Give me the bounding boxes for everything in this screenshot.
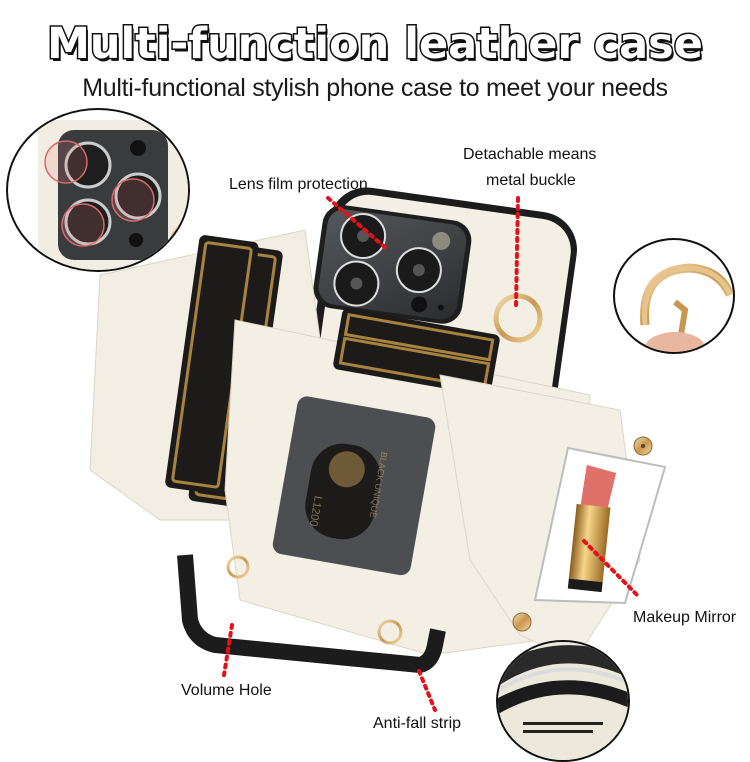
lens-detail-circle <box>6 108 190 272</box>
headline-title: Multi-function leather case <box>46 18 705 71</box>
phone-bottom-edge <box>177 554 446 674</box>
callout-lens-film-protection: Lens film protection <box>229 176 368 193</box>
callout-makeup-mirror: Makeup Mirror <box>633 609 737 626</box>
callout-anti-fall-strip: Anti-fall strip <box>373 715 462 732</box>
callout-volume-hole: Volume Hole <box>181 682 272 699</box>
buckle-detail-circle <box>613 238 735 354</box>
callout-buckle-line2: metal buckle <box>486 172 576 189</box>
headline-subtitle: Multi-functional stylish phone case to m… <box>82 74 668 102</box>
mirror-flap <box>439 374 667 661</box>
callout-buckle-line1: Detachable means <box>463 146 597 163</box>
